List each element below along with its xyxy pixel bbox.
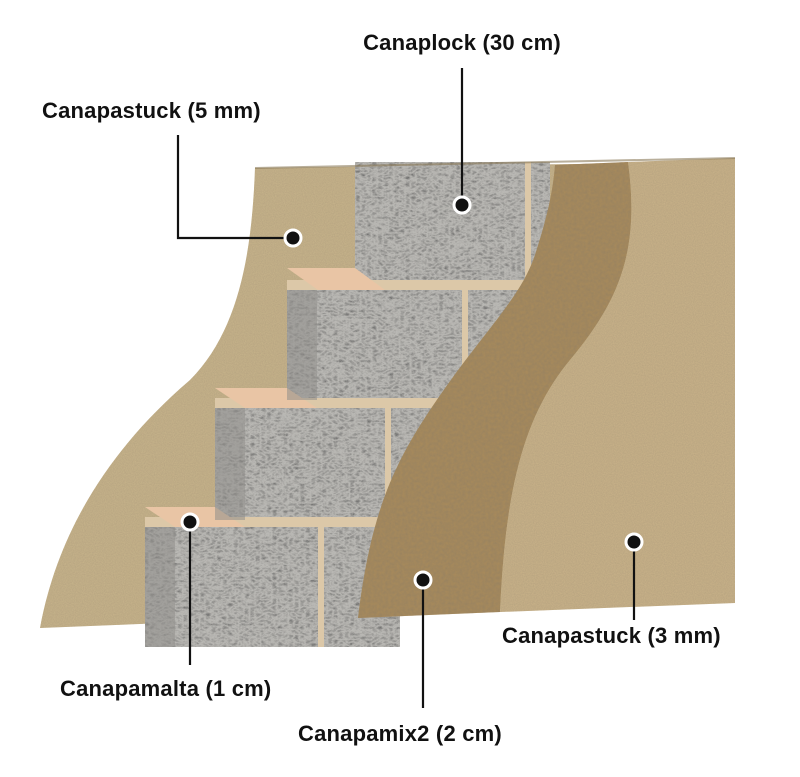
dot-canapamix2 (413, 570, 433, 590)
wall-top-edge (254, 157, 736, 169)
canapamix2-layer (358, 162, 632, 618)
mortar-joint (318, 527, 324, 647)
block-side-face (215, 408, 245, 520)
leader-canapastuck-inner (176, 135, 293, 240)
dot-canapamalta (180, 512, 200, 532)
mortar-joint (145, 517, 400, 527)
mortar-joint (525, 162, 531, 280)
mortar-joint (462, 290, 468, 400)
leader-lines (176, 68, 636, 708)
mortar-joint (287, 280, 537, 290)
dot-canapastuck-inner (283, 228, 303, 248)
outer-plaster-layer (500, 158, 735, 612)
block (355, 162, 550, 280)
dot-canaplock (452, 195, 472, 215)
block-side-face (287, 290, 317, 400)
label-canapastuck-outer: Canapastuck (3 mm) (502, 623, 721, 648)
block-side-face (145, 527, 175, 647)
block-top-face (287, 268, 385, 290)
label-canaplock: Canaplock (30 cm) (363, 30, 561, 55)
callout-dots (180, 195, 644, 590)
dot-canapastuck-outer (624, 532, 644, 552)
label-canapamalta: Canapamalta (1 cm) (60, 676, 271, 701)
label-canapastuck-inner: Canapastuck (5 mm) (42, 98, 261, 123)
label-canapamix2: Canapamix2 (2 cm) (298, 721, 502, 746)
mortar-joint (385, 408, 391, 520)
block (145, 527, 400, 647)
mortar-joint (215, 398, 465, 408)
